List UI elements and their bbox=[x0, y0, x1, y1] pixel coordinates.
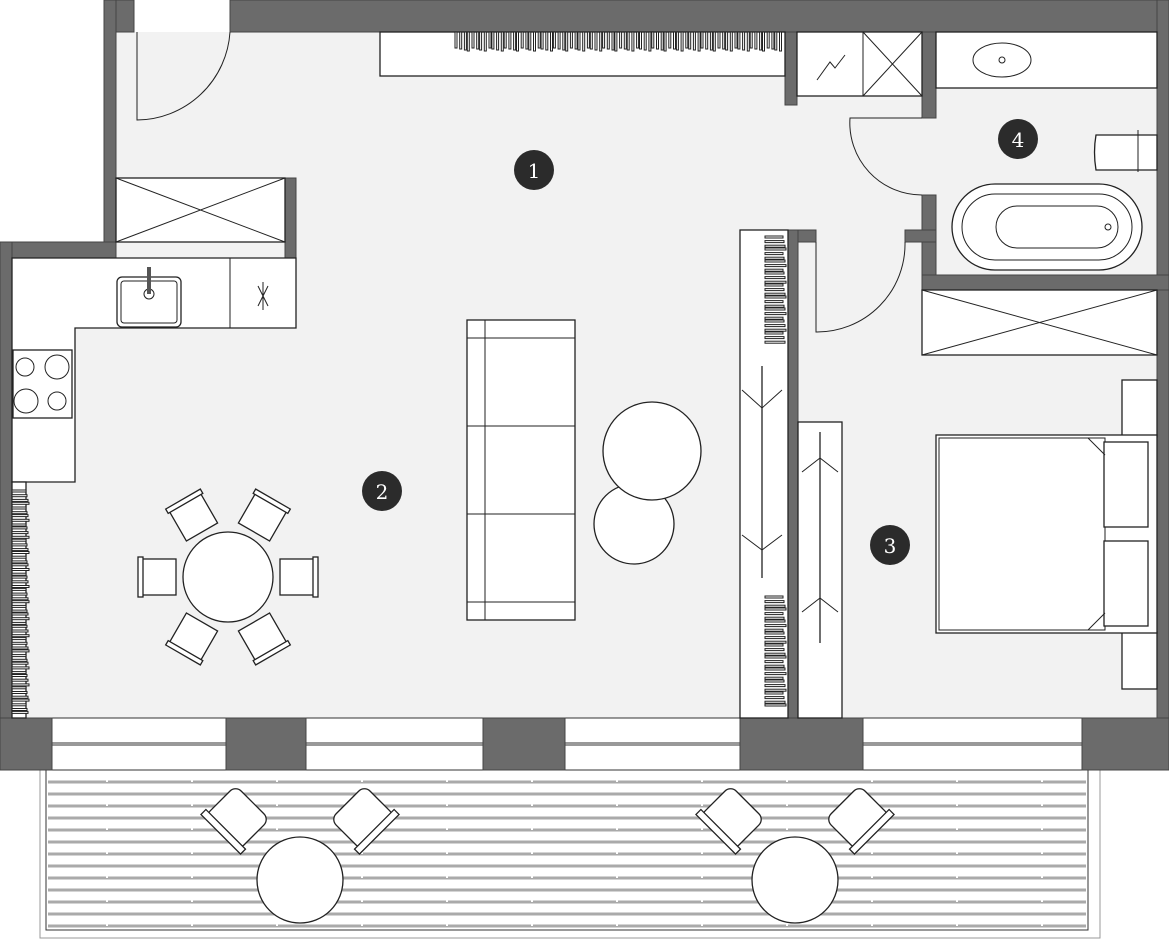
balcony-deck bbox=[39, 769, 1101, 939]
armchair bbox=[200, 788, 267, 855]
room-marker-1: 1 bbox=[514, 150, 554, 190]
partition-wardrobe bbox=[739, 229, 789, 719]
electrical-closet bbox=[796, 31, 923, 97]
coffee-tables bbox=[593, 401, 702, 565]
room-number: 1 bbox=[528, 159, 541, 183]
windows bbox=[51, 717, 1083, 771]
dining-chair bbox=[137, 556, 177, 598]
wardrobe-top bbox=[379, 31, 786, 77]
armchair bbox=[828, 788, 895, 855]
dining-chair bbox=[279, 556, 319, 598]
room-marker-3: 3 bbox=[870, 525, 910, 565]
armchair bbox=[695, 788, 762, 855]
double-bed bbox=[935, 379, 1158, 690]
room-number: 3 bbox=[884, 534, 897, 558]
cooktop bbox=[12, 349, 73, 419]
bedroom-closet bbox=[921, 289, 1158, 356]
sofa bbox=[466, 319, 576, 621]
room-marker-2: 2 bbox=[362, 471, 402, 511]
balcony-table-set bbox=[200, 788, 400, 924]
bathroom-fixtures bbox=[935, 31, 1158, 271]
room-marker-4: 4 bbox=[998, 119, 1038, 159]
kitchen-sink bbox=[116, 267, 182, 328]
dining-set bbox=[137, 488, 319, 666]
dining-chair bbox=[164, 488, 219, 542]
storage-cabinet bbox=[115, 177, 286, 243]
balcony-table-set bbox=[695, 788, 895, 924]
doors bbox=[136, 31, 923, 333]
dining-chair bbox=[237, 488, 292, 542]
bedroom-wardrobe bbox=[797, 421, 843, 719]
wardrobe-left bbox=[11, 481, 30, 719]
dining-chair bbox=[164, 612, 219, 666]
room-number: 4 bbox=[1012, 128, 1025, 152]
room-number: 2 bbox=[376, 480, 389, 504]
dining-chair bbox=[237, 612, 292, 666]
armchair bbox=[333, 788, 400, 855]
